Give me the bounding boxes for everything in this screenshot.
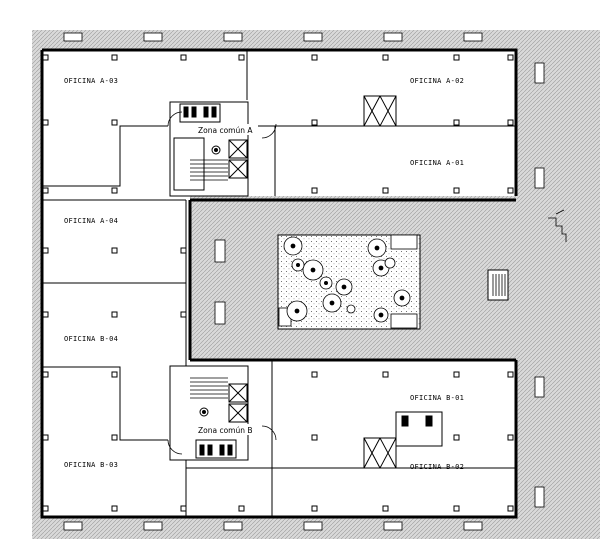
label-oficina-b-02: OFICINA B-02 — [410, 463, 464, 471]
room-labels: OFICINA A-03 OFICINA A-02 OFICINA A-01 O… — [64, 77, 464, 471]
label-oficina-a-02: OFICINA A-02 — [410, 77, 464, 85]
label-zona-comun-b: Zona común B — [198, 426, 253, 435]
label-zona-comun-a: Zona común A — [198, 126, 253, 135]
service-shafts — [363, 95, 443, 469]
label-oficina-a-04: OFICINA A-04 — [64, 217, 118, 225]
patio-trees — [283, 236, 411, 323]
structural-columns — [42, 54, 514, 512]
edge-stair — [548, 209, 567, 242]
label-oficina-b-04: OFICINA B-04 — [64, 335, 118, 343]
label-oficina-a-01: OFICINA A-01 — [410, 159, 464, 167]
label-oficina-b-01: OFICINA B-01 — [410, 394, 464, 402]
core-b — [169, 365, 249, 461]
vent-grille — [487, 269, 509, 301]
core-a — [169, 101, 249, 197]
door-swings — [167, 111, 277, 455]
zone-labels: Zona común A Zona común B — [196, 124, 258, 435]
label-oficina-a-03: OFICINA A-03 — [64, 77, 118, 85]
label-oficina-b-03: OFICINA B-03 — [64, 461, 118, 469]
paving-windows — [63, 32, 545, 531]
